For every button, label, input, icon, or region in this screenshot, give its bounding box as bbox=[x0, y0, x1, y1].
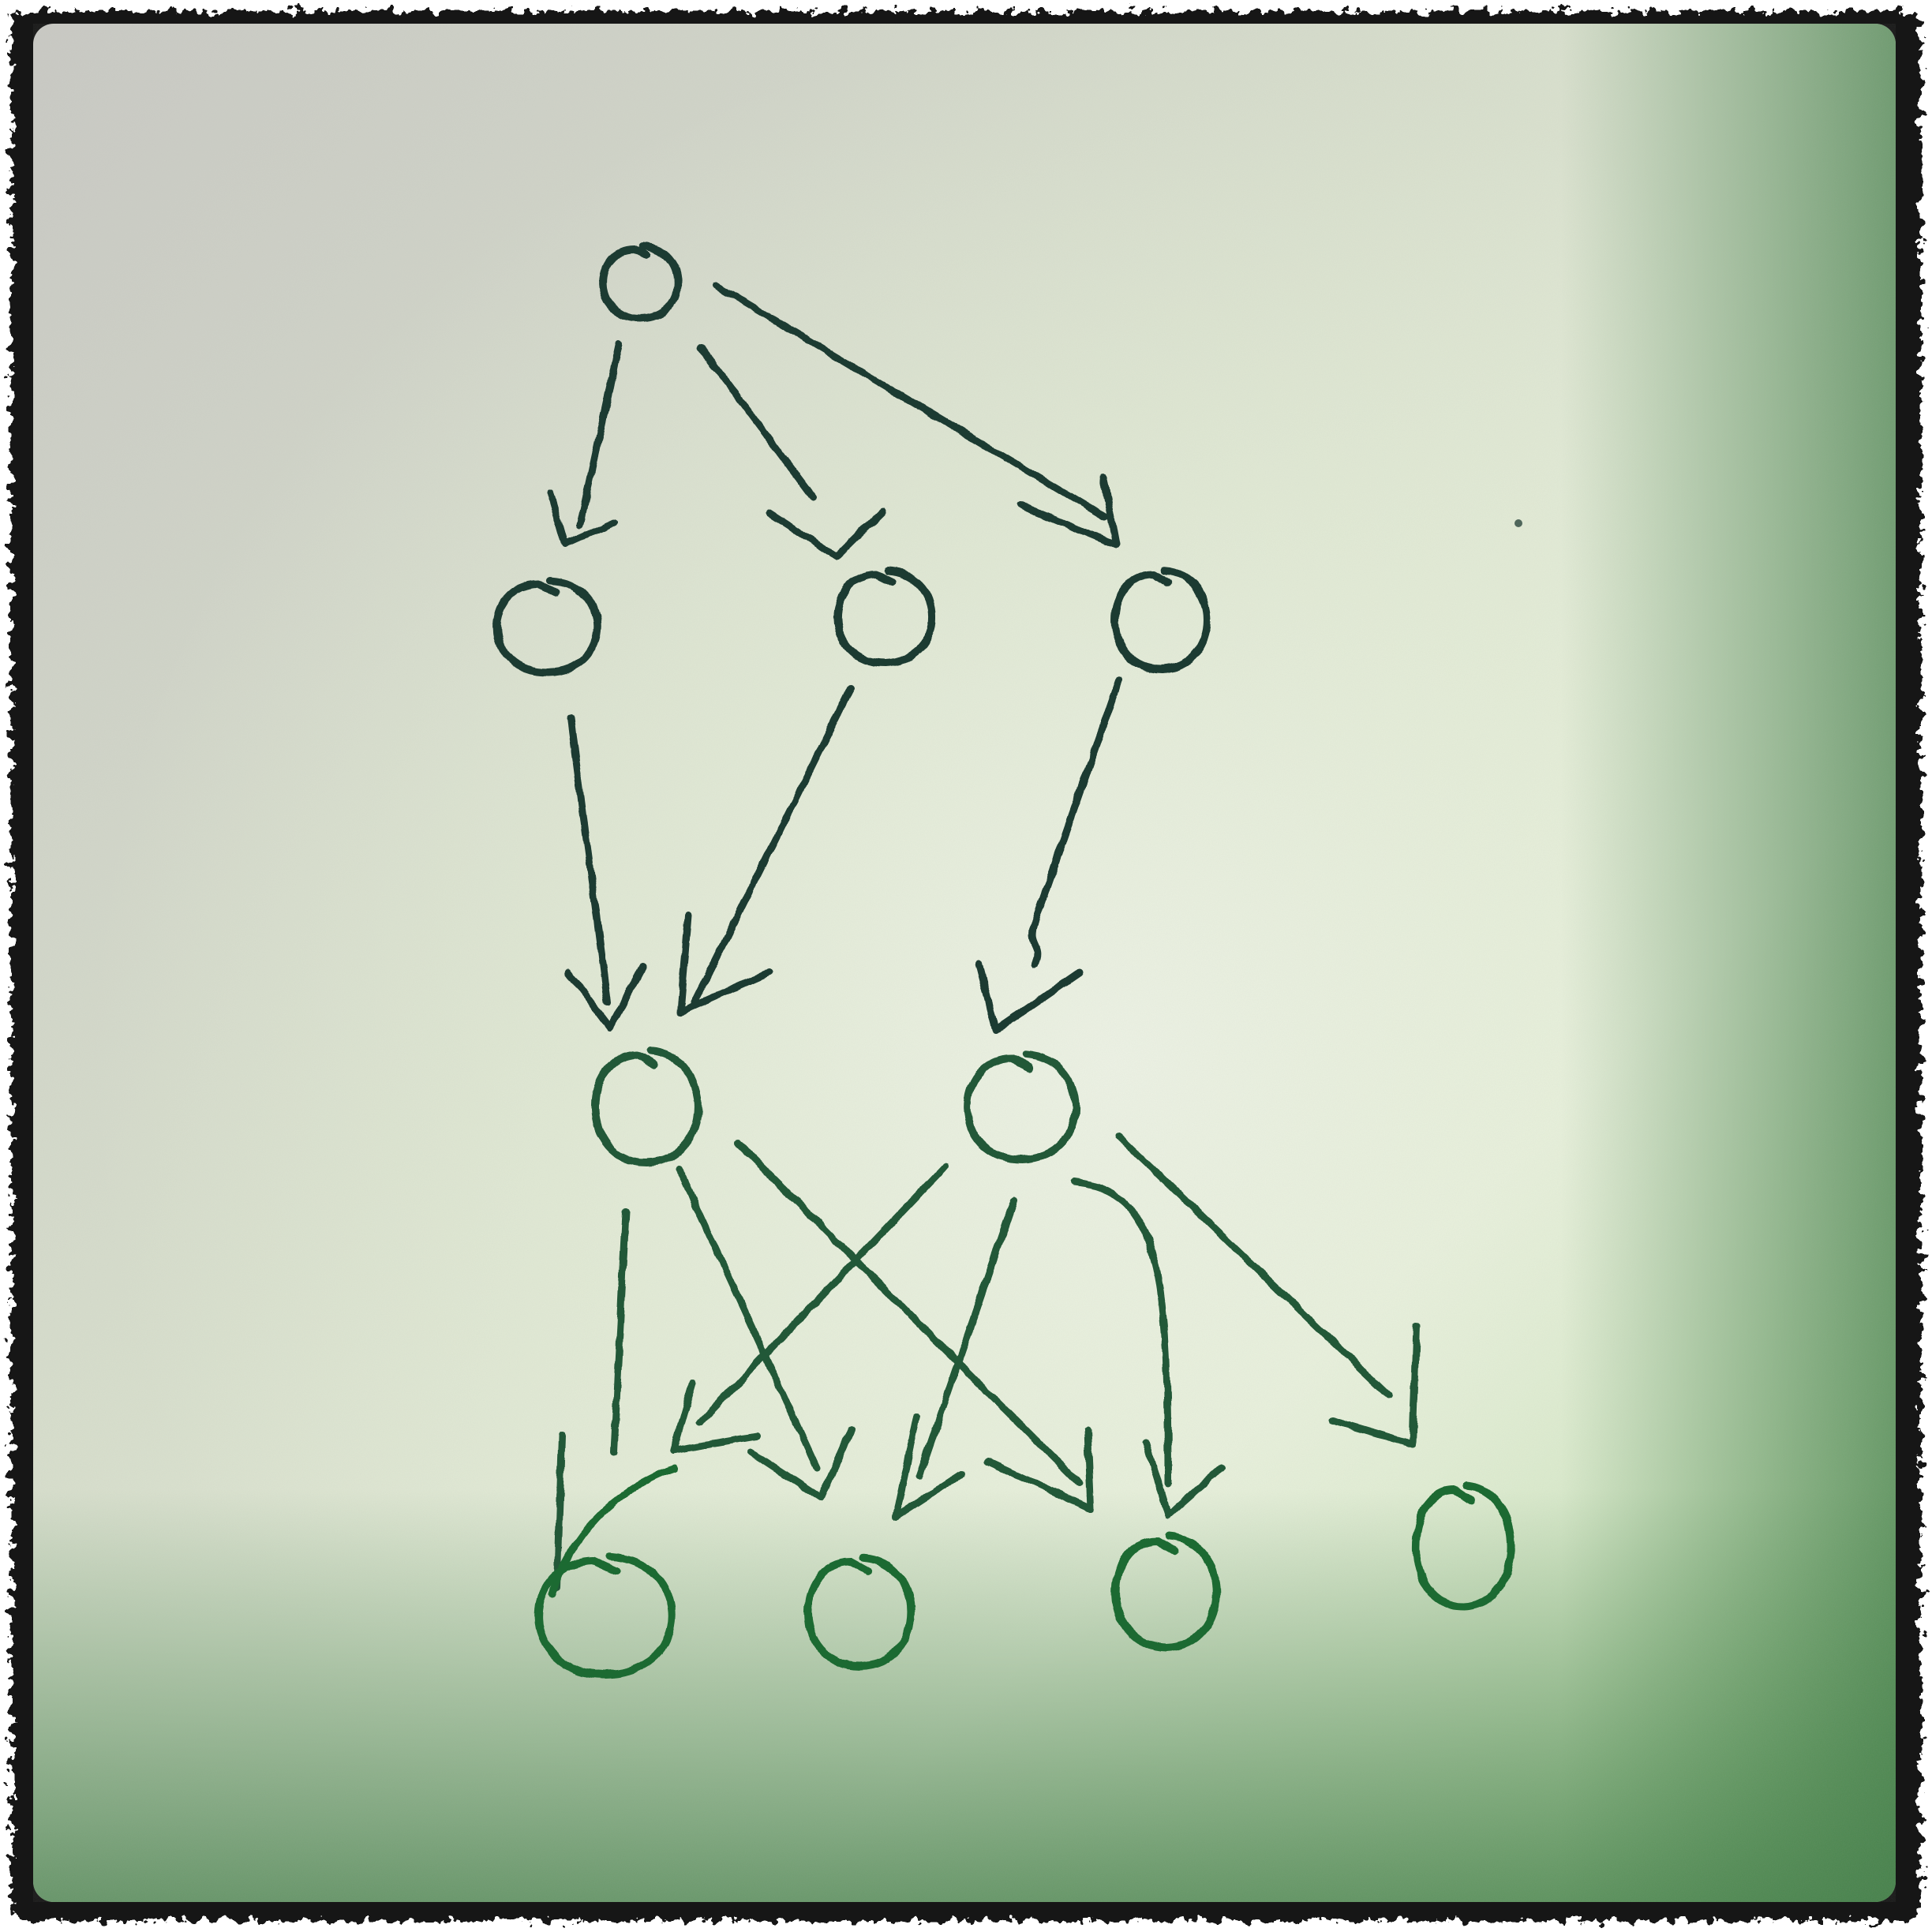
edge-arrowhead bbox=[1142, 1439, 1226, 1519]
edge-arrowhead bbox=[766, 507, 886, 560]
edge-line bbox=[1115, 1133, 1393, 1399]
edge-n4-n6 bbox=[553, 1208, 630, 1592]
edge-arrowhead bbox=[546, 489, 618, 549]
node-circle bbox=[963, 1050, 1080, 1163]
edge-line bbox=[691, 684, 855, 1006]
edge-arrowhead bbox=[676, 912, 773, 1016]
edge-arrowhead bbox=[1328, 1322, 1421, 1448]
edge-line bbox=[734, 1139, 1084, 1488]
node-circle bbox=[1411, 1481, 1515, 1611]
paper-sheet bbox=[33, 24, 1896, 1902]
edge-line bbox=[1071, 1178, 1172, 1488]
node-n2 bbox=[833, 567, 937, 667]
edge-n5-n8 bbox=[1071, 1178, 1226, 1519]
edge-arrowhead bbox=[747, 1426, 855, 1502]
node-circle bbox=[804, 1553, 915, 1670]
node-circle bbox=[492, 576, 601, 676]
node-circle bbox=[534, 1552, 676, 1679]
edges-layer bbox=[546, 282, 1421, 1598]
node-n1 bbox=[492, 576, 601, 676]
nodes-layer bbox=[492, 242, 1515, 1679]
edge-n3-n5 bbox=[975, 676, 1123, 1034]
edge-arrowhead bbox=[669, 1379, 760, 1455]
edge-line bbox=[697, 343, 817, 501]
node-n8 bbox=[1111, 1532, 1220, 1652]
edge-line bbox=[567, 714, 612, 1006]
edge-n0-n3 bbox=[713, 282, 1120, 549]
edge-line bbox=[576, 339, 623, 529]
node-n3 bbox=[1110, 567, 1211, 673]
edge-arrowhead bbox=[1016, 474, 1120, 549]
node-n6 bbox=[534, 1552, 676, 1679]
node-circle bbox=[1110, 567, 1211, 673]
edge-line bbox=[675, 1164, 821, 1472]
node-n9 bbox=[1411, 1481, 1515, 1611]
edge-line bbox=[610, 1208, 630, 1456]
edge-arrowhead bbox=[984, 1426, 1095, 1513]
edge-line bbox=[697, 1163, 949, 1426]
edge-arrowhead bbox=[892, 1413, 965, 1521]
node-n5 bbox=[963, 1050, 1080, 1163]
edge-n2-n4 bbox=[676, 684, 855, 1016]
node-circle bbox=[1111, 1532, 1220, 1652]
node-n7 bbox=[804, 1553, 915, 1670]
edge-n1-n4 bbox=[564, 714, 646, 1032]
edge-n4-n8 bbox=[734, 1139, 1095, 1513]
edge-arrowhead bbox=[975, 959, 1084, 1034]
edge-n4-n7 bbox=[675, 1164, 855, 1502]
node-n0 bbox=[599, 242, 682, 323]
ink-speck bbox=[1515, 519, 1522, 527]
edge-line bbox=[713, 282, 1109, 521]
edge-n0-n2 bbox=[697, 343, 886, 560]
node-circle bbox=[833, 567, 937, 667]
edge-n5-n6 bbox=[669, 1163, 949, 1455]
node-circle bbox=[599, 242, 682, 323]
edge-arrowhead bbox=[564, 963, 646, 1032]
edge-n5-n9 bbox=[1115, 1133, 1421, 1448]
edge-n5-n7 bbox=[892, 1196, 1018, 1521]
edge-line bbox=[1028, 676, 1123, 968]
node-n4 bbox=[591, 1046, 702, 1166]
edge-n0-n1 bbox=[546, 339, 623, 549]
node-circle bbox=[591, 1046, 702, 1166]
edge-line bbox=[915, 1196, 1018, 1480]
edge-arrowhead bbox=[553, 1431, 566, 1592]
